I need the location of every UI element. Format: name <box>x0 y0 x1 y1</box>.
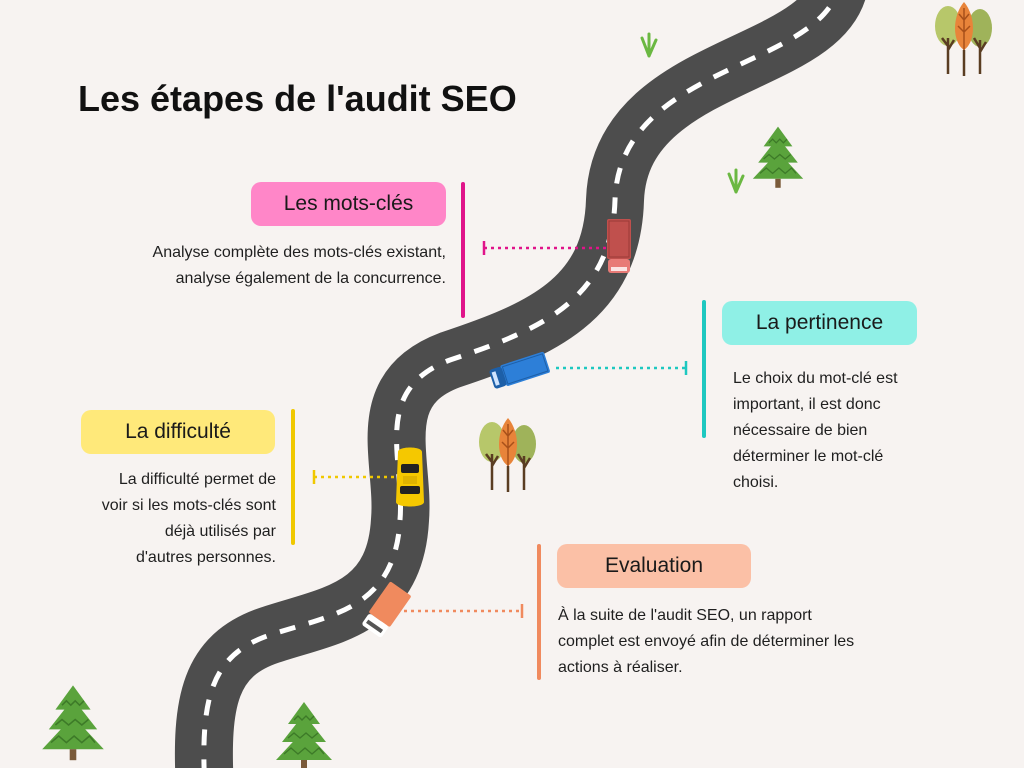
step-label-mots-cles: Les mots-clés <box>251 182 446 226</box>
text-line: déjà utilisés par <box>164 523 276 540</box>
step-bar-evaluation <box>537 544 541 680</box>
pine-tree-icon <box>752 125 804 189</box>
text-line: voir si les mots-clés sont <box>101 497 276 514</box>
step-label-pertinence: La pertinence <box>722 301 917 345</box>
text-line: analyse également de la concurrence. <box>175 270 446 287</box>
text-line: choisi. <box>733 474 779 491</box>
autumn-trees-icon <box>933 0 994 78</box>
yellow-car-icon <box>396 447 424 507</box>
autumn-trees-icon <box>477 416 538 494</box>
step-text-difficulte: La difficulté permet de voir si les mots… <box>50 467 276 571</box>
step-label-difficulte: La difficulté <box>81 410 275 454</box>
text-line: déterminer le mot-clé <box>733 448 884 465</box>
blue-truck-icon <box>489 351 550 389</box>
text-line: À la suite de l'audit SEO, un rapport <box>558 607 812 624</box>
text-line: Analyse complète des mots-clés existant, <box>152 244 446 261</box>
step-bar-pertinence <box>702 300 706 438</box>
pine-tree-icon <box>275 701 333 768</box>
step-bar-difficulte <box>291 409 295 545</box>
text-line: d'autres personnes. <box>135 549 276 566</box>
step-text-pertinence: Le choix du mot-clé est important, il es… <box>733 366 953 496</box>
text-line: La difficulté permet de <box>118 471 276 488</box>
orange-truck-icon <box>362 582 411 638</box>
road-center-dashes <box>201 0 837 768</box>
text-line: actions à réaliser. <box>558 659 683 676</box>
text-line: Le choix du mot-clé est <box>733 370 898 387</box>
text-line: complet est envoyé afin de déterminer le… <box>558 633 855 650</box>
red-truck-icon <box>607 219 631 273</box>
step-text-mots-cles: Analyse complète des mots-clés existant,… <box>90 240 446 292</box>
step-bar-mots-cles <box>461 182 465 318</box>
step-text-evaluation: À la suite de l'audit SEO, un rapport co… <box>558 603 938 681</box>
grass-tuft-icon <box>727 168 745 194</box>
pine-tree-icon <box>41 684 105 761</box>
text-line: nécessaire de bien <box>733 422 868 439</box>
step-label-evaluation: Evaluation <box>557 544 751 588</box>
text-line: important, il est donc <box>733 396 881 413</box>
grass-tuft-icon <box>640 32 658 58</box>
page-title: Les étapes de l'audit SEO <box>78 78 517 119</box>
